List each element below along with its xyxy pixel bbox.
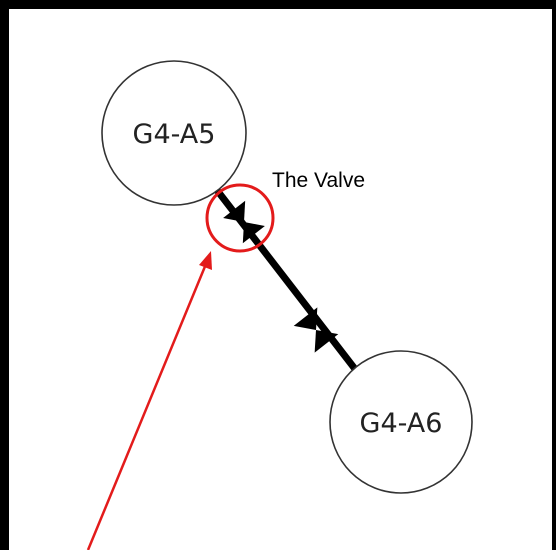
pointer-arrow-line	[86, 263, 208, 550]
node-circle-upper	[101, 60, 247, 206]
pointer-arrow-head	[199, 251, 212, 270]
valve-annotation-label: The Valve	[272, 169, 365, 192]
node-circle-lower	[329, 350, 473, 494]
node-label-upper: G4-A5	[133, 119, 216, 150]
valve-symbol-upper	[223, 200, 265, 244]
valve-symbol-lower	[293, 307, 339, 353]
valve-highlight-circle	[205, 183, 275, 253]
node-label-lower: G4-A6	[360, 408, 443, 439]
